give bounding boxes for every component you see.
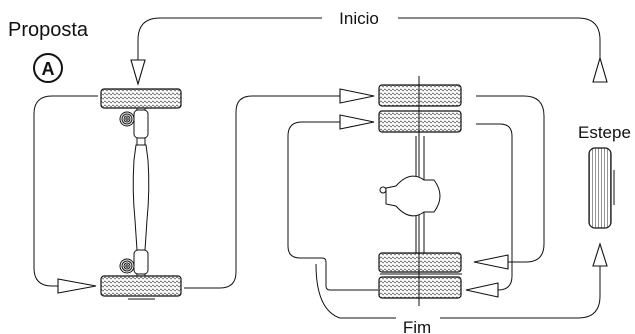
path-right-loop-2 — [476, 123, 513, 291]
left-chassis — [119, 108, 150, 276]
path-start-top-left — [137, 17, 322, 62]
tire-drive-front-1 — [378, 84, 462, 107]
left-center-shaft — [132, 144, 150, 251]
arrow-down-front-left — [130, 59, 146, 86]
rotation-paths — [33, 17, 601, 319]
path-inner-loop — [287, 121, 378, 291]
start-label: Inicio — [339, 9, 379, 28]
arrow-left-drive-rear-2 — [465, 282, 499, 298]
path-end-bottom — [315, 263, 396, 319]
end-label: Fim — [403, 318, 431, 334]
tire-drive-rear-2 — [378, 276, 462, 299]
tire-rear-left — [100, 275, 182, 300]
spare-label: Estepe — [578, 123, 631, 142]
badge-circle — [33, 53, 63, 83]
left-lower-joint — [133, 249, 149, 275]
tire-front-left — [100, 88, 182, 109]
proposal-label: Proposta — [8, 19, 89, 41]
path-start-top — [398, 17, 601, 72]
path-right-loop-1 — [476, 95, 545, 263]
arrow-left-drive-rear-1 — [473, 254, 509, 270]
center-differential — [385, 175, 441, 217]
center-diff-knob — [379, 186, 387, 194]
left-lower-coil — [119, 258, 135, 274]
arrow-up-spare-bottom — [592, 242, 608, 267]
arrow-right-drive-1 — [339, 88, 375, 104]
tire-drive-rear-1 — [378, 252, 462, 273]
arrowheads — [57, 56, 608, 298]
path-end-bottom-right — [440, 266, 601, 319]
arrow-up-spare-top — [592, 56, 608, 83]
left-upper-coil — [119, 111, 135, 127]
badge-letter: A — [42, 59, 55, 79]
tire-spare — [588, 147, 615, 229]
arrow-right-drive-2 — [339, 114, 375, 130]
left-upper-joint — [133, 109, 149, 139]
path-left-to-drive — [184, 95, 340, 289]
arrow-right-rear-left — [57, 278, 97, 294]
tire-drive-front-2 — [378, 110, 462, 133]
path-left-loop — [33, 95, 98, 287]
proposal-badge: A — [33, 53, 63, 83]
